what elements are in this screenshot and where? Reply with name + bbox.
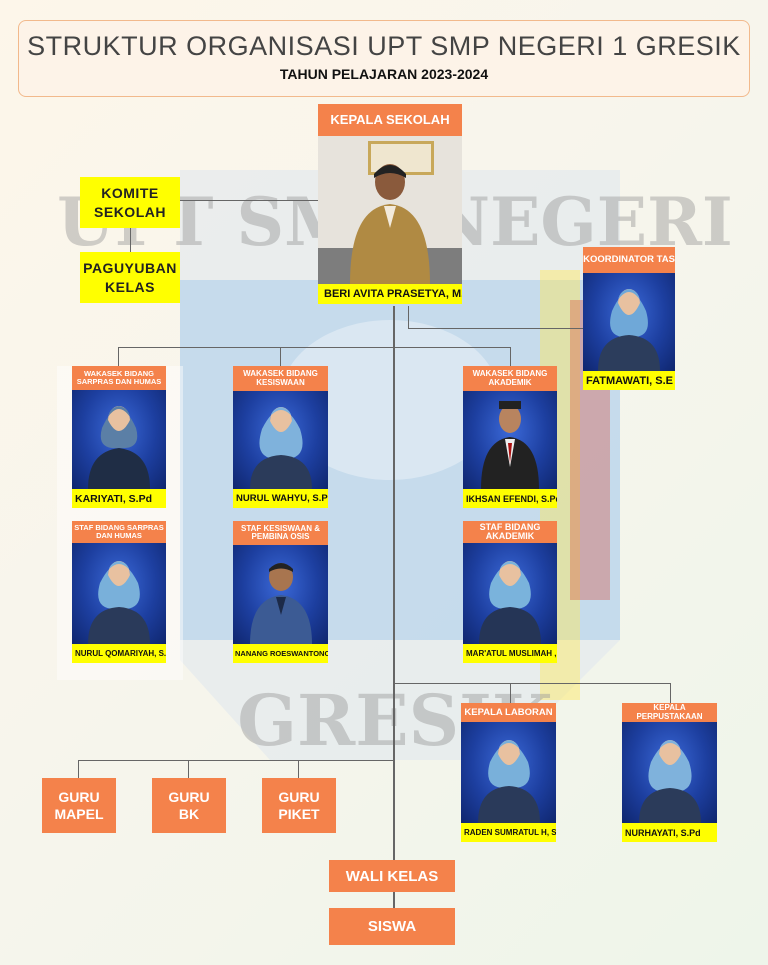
wakasek-kesiswaan-name: NURUL WAHYU, S.Pd. <box>233 489 328 508</box>
line-siswa <box>393 892 395 908</box>
line-guru-piket <box>298 760 299 778</box>
line-guru-mapel <box>78 760 79 778</box>
kepala-sekolah-photo <box>318 136 462 284</box>
staf-akademik-title: STAF BIDANG AKADEMIK <box>463 521 557 543</box>
wakasek-akademik-name: IKHSAN EFENDI, S.Pd.I <box>463 489 557 508</box>
kepala-sekolah-title: KEPALA SEKOLAH <box>318 104 462 136</box>
staf-akademik-card: STAF BIDANG AKADEMIK MAR'ATUL MUSLIMAH ,… <box>463 521 557 663</box>
line-guru-bk <box>188 760 189 778</box>
wakasek-akademik-card: WAKASEK BIDANG AKADEMIK IKHSAN EFENDI, S… <box>463 366 557 508</box>
staf-kesiswaan-card: STAF KESISWAAN & PEMBINA OSIS NANANG ROE… <box>233 521 328 663</box>
line-wakasek-1 <box>118 347 119 366</box>
wakasek-sarpras-name: KARIYATI, S.Pd <box>72 489 166 508</box>
wakasek-sarpras-photo <box>72 390 166 489</box>
page-subtitle: TAHUN PELAJARAN 2023-2024 <box>279 66 489 82</box>
wakasek-akademik-title: WAKASEK BIDANG AKADEMIK <box>463 366 557 391</box>
koordinator-tas-card: KOORDINATOR TAS FATMAWATI, S.E <box>583 247 675 390</box>
title-box: STRUKTUR ORGANISASI UPT SMP NEGERI 1 GRE… <box>18 20 750 97</box>
person-hijab-icon <box>638 740 701 823</box>
staf-akademik-name: MAR'ATUL MUSLIMAH , M.Pd <box>463 644 557 663</box>
person-hijab-icon <box>88 561 150 644</box>
guru-mapel-box: GURU MAPEL <box>42 778 116 833</box>
staf-sarpras-name: NURUL QOMARIYAH, S.Pd <box>72 644 166 663</box>
person-icon <box>350 164 430 284</box>
paguyuban-kelas-box: PAGUYUBAN KELAS <box>80 252 180 303</box>
wakasek-kesiswaan-card: WAKASEK BIDANG KESISWAAN NURUL WAHYU, S.… <box>233 366 328 508</box>
wali-kelas-box: WALI KELAS <box>329 860 455 892</box>
line-wakasek-3 <box>510 347 511 366</box>
line-wakasek-2 <box>280 347 281 366</box>
wakasek-kesiswaan-photo <box>233 391 328 489</box>
wakasek-sarpras-card: WAKASEK BIDANG SARPRAS DAN HUMAS KARIYAT… <box>72 366 166 508</box>
kepala-laboran-name: RADEN SUMRATUL H, S.T. <box>461 823 556 842</box>
line-koordinator <box>408 328 583 329</box>
line-perpus <box>670 683 671 703</box>
staf-sarpras-title: STAF BIDANG SARPRAS DAN HUMAS <box>72 521 166 543</box>
komite-sekolah-box: KOMITE SEKOLAH <box>80 177 180 228</box>
person-icon <box>481 401 539 489</box>
kepala-perpustakaan-title: KEPALA PERPUSTAKAAN <box>622 703 717 722</box>
koordinator-tas-name: FATMAWATI, S.E <box>583 371 675 390</box>
line-paguyuban <box>130 228 131 252</box>
staf-kesiswaan-name: NANANG ROESWANTONO, S.Pd,MM. <box>233 644 328 663</box>
line-guru <box>78 760 394 761</box>
wakasek-kesiswaan-title: WAKASEK BIDANG KESISWAAN <box>233 366 328 391</box>
staf-kesiswaan-title: STAF KESISWAAN & PEMBINA OSIS <box>233 521 328 545</box>
kepala-laboran-photo <box>461 722 556 823</box>
person-icon <box>249 563 312 644</box>
staf-akademik-photo <box>463 543 557 644</box>
line-komite <box>130 200 320 201</box>
siswa-box: SISWA <box>329 908 455 945</box>
line-laboran <box>510 683 511 703</box>
kepala-sekolah-name: BERI AVITA PRASETYA, M.Pd <box>318 284 462 304</box>
person-hijab-icon <box>598 289 660 371</box>
kepala-perpustakaan-card: KEPALA PERPUSTAKAAN NURHAYATI, S.Pd <box>622 703 717 842</box>
staf-kesiswaan-photo <box>233 545 328 644</box>
staf-sarpras-photo <box>72 543 166 644</box>
kepala-perpustakaan-name: NURHAYATI, S.Pd <box>622 823 717 842</box>
person-hijab-icon <box>249 407 312 489</box>
kepala-laboran-title: KEPALA LABORAN <box>461 703 556 722</box>
line-laboran-perpus <box>393 683 671 684</box>
wakasek-sarpras-title: WAKASEK BIDANG SARPRAS DAN HUMAS <box>72 366 166 390</box>
koordinator-tas-photo <box>583 273 675 371</box>
line-wakasek <box>118 347 510 348</box>
kepala-sekolah-card: KEPALA SEKOLAH BERI AVITA PRASETYA, M.Pd <box>318 104 462 304</box>
guru-bk-box: GURU BK <box>152 778 226 833</box>
staf-sarpras-card: STAF BIDANG SARPRAS DAN HUMAS NURUL QOMA… <box>72 521 166 663</box>
person-hijab-icon <box>479 561 541 644</box>
page-title: STRUKTUR ORGANISASI UPT SMP NEGERI 1 GRE… <box>27 31 741 61</box>
line-main-trunk <box>393 306 395 860</box>
kepala-laboran-card: KEPALA LABORAN RADEN SUMRATUL H, S.T. <box>461 703 556 842</box>
person-hijab-icon <box>477 740 540 823</box>
line-koordinator-drop <box>408 306 409 328</box>
wakasek-akademik-photo <box>463 391 557 489</box>
kepala-perpustakaan-photo <box>622 722 717 823</box>
person-hijab-icon <box>88 406 150 489</box>
koordinator-tas-title: KOORDINATOR TAS <box>583 247 675 273</box>
guru-piket-box: GURU PIKET <box>262 778 336 833</box>
